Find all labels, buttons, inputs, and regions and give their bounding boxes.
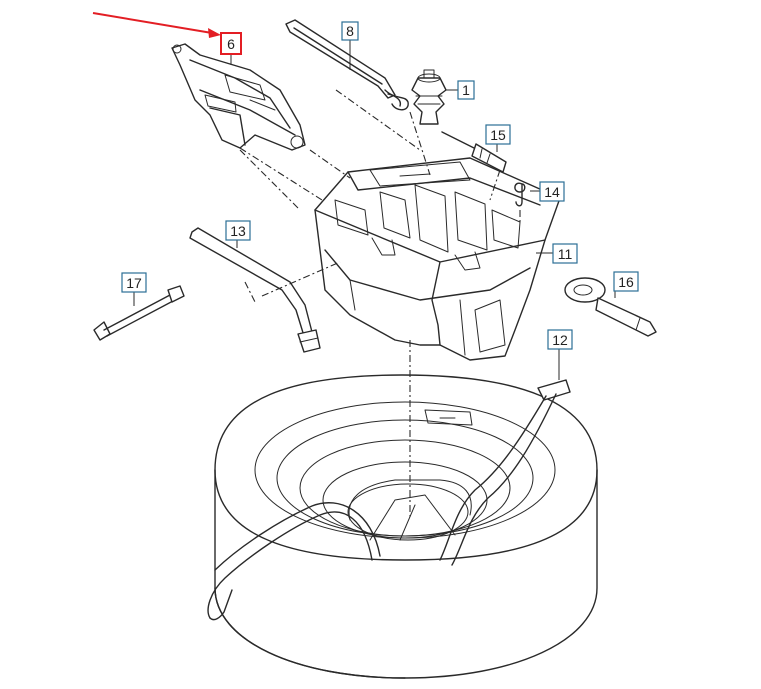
callout-part-1[interactable]: 1 [457, 80, 475, 100]
callout-part-11[interactable]: 11 [552, 243, 578, 264]
assembly-lines [239, 89, 521, 520]
callout-part-13[interactable]: 13 [225, 220, 251, 241]
screwdriver [441, 131, 507, 173]
callout-label: 12 [552, 332, 568, 348]
spare-wheel-tyre [214, 374, 598, 679]
locking-wheel-bolt-adapter [411, 69, 447, 125]
callout-part-8[interactable]: 8 [341, 21, 359, 41]
towing-eye [564, 277, 657, 337]
socket-extension [93, 285, 185, 341]
callout-leaders [133, 40, 616, 380]
jack-crank-handle [285, 19, 409, 111]
callout-label: 14 [544, 184, 560, 200]
callout-label: 17 [126, 275, 142, 291]
callout-part-15[interactable]: 15 [485, 124, 511, 145]
callout-part-12[interactable]: 12 [547, 329, 573, 350]
wire-hook [514, 182, 526, 207]
callout-part-17[interactable]: 17 [121, 272, 147, 293]
callout-label: 1 [462, 82, 470, 98]
callout-part-14[interactable]: 14 [539, 181, 565, 202]
scissor-jack [171, 43, 306, 151]
callout-label: 6 [227, 36, 235, 52]
foam-tool-tray [314, 157, 561, 361]
callout-label: 13 [230, 223, 246, 239]
callout-label: 11 [558, 246, 573, 262]
retaining-strap [207, 379, 571, 621]
callout-label: 8 [346, 23, 354, 39]
callout-label: 15 [490, 127, 506, 143]
callout-part-6[interactable]: 6 [220, 32, 242, 55]
wheel-wrench-bar [189, 227, 321, 353]
callout-label: 16 [618, 274, 634, 290]
callout-part-16[interactable]: 16 [613, 271, 639, 292]
highlight-arrow [92, 12, 221, 38]
